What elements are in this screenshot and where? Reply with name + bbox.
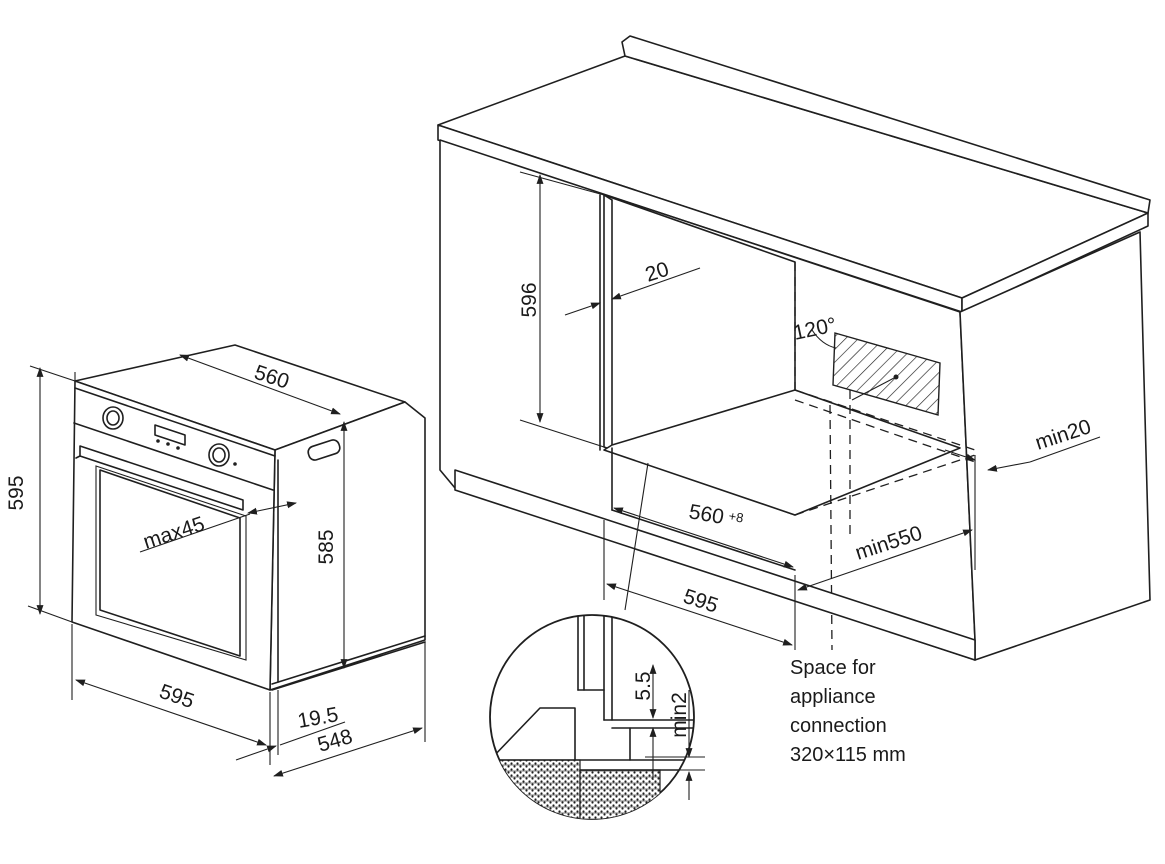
knob-right-icon	[208, 443, 230, 467]
door-window	[99, 469, 241, 657]
dim-oven-body-height: 585	[315, 529, 338, 564]
dim-niche-height: 596	[518, 282, 541, 317]
dim-oven-front-width: 595	[156, 680, 197, 713]
knob-left-icon	[102, 406, 124, 430]
connection-note: Space for appliance connection 320×115 m…	[790, 657, 906, 766]
note-line-4: 320×115 mm	[790, 744, 906, 766]
note-line-3: connection	[790, 715, 887, 737]
cabinet-drawing: 596 20 120° 560 +8 595 min550 min20	[437, 35, 1151, 661]
dim-detail-gap-min: min2	[668, 692, 691, 738]
vent-hatch	[832, 332, 941, 416]
backsplash	[621, 35, 1151, 214]
dim-detail-height: 5.5	[632, 671, 655, 700]
side-vent	[307, 439, 341, 461]
door-handle	[79, 445, 244, 511]
oven-side-face	[269, 401, 426, 691]
detail-view: 5.5 min2	[489, 614, 705, 820]
note-line-1: Space for	[790, 657, 876, 679]
dim-oven-height-total: 595	[5, 475, 28, 510]
display-icon	[154, 424, 186, 446]
dim-niche-tolerance: +8	[727, 508, 744, 525]
note-line-2: appliance	[790, 686, 876, 708]
dim-cabinet-width: 595	[680, 585, 720, 618]
wall-material	[499, 759, 581, 819]
control-panel-edge	[73, 422, 274, 491]
oven-drawing: 560 595 585 max45 595 19.5 548	[5, 344, 426, 777]
